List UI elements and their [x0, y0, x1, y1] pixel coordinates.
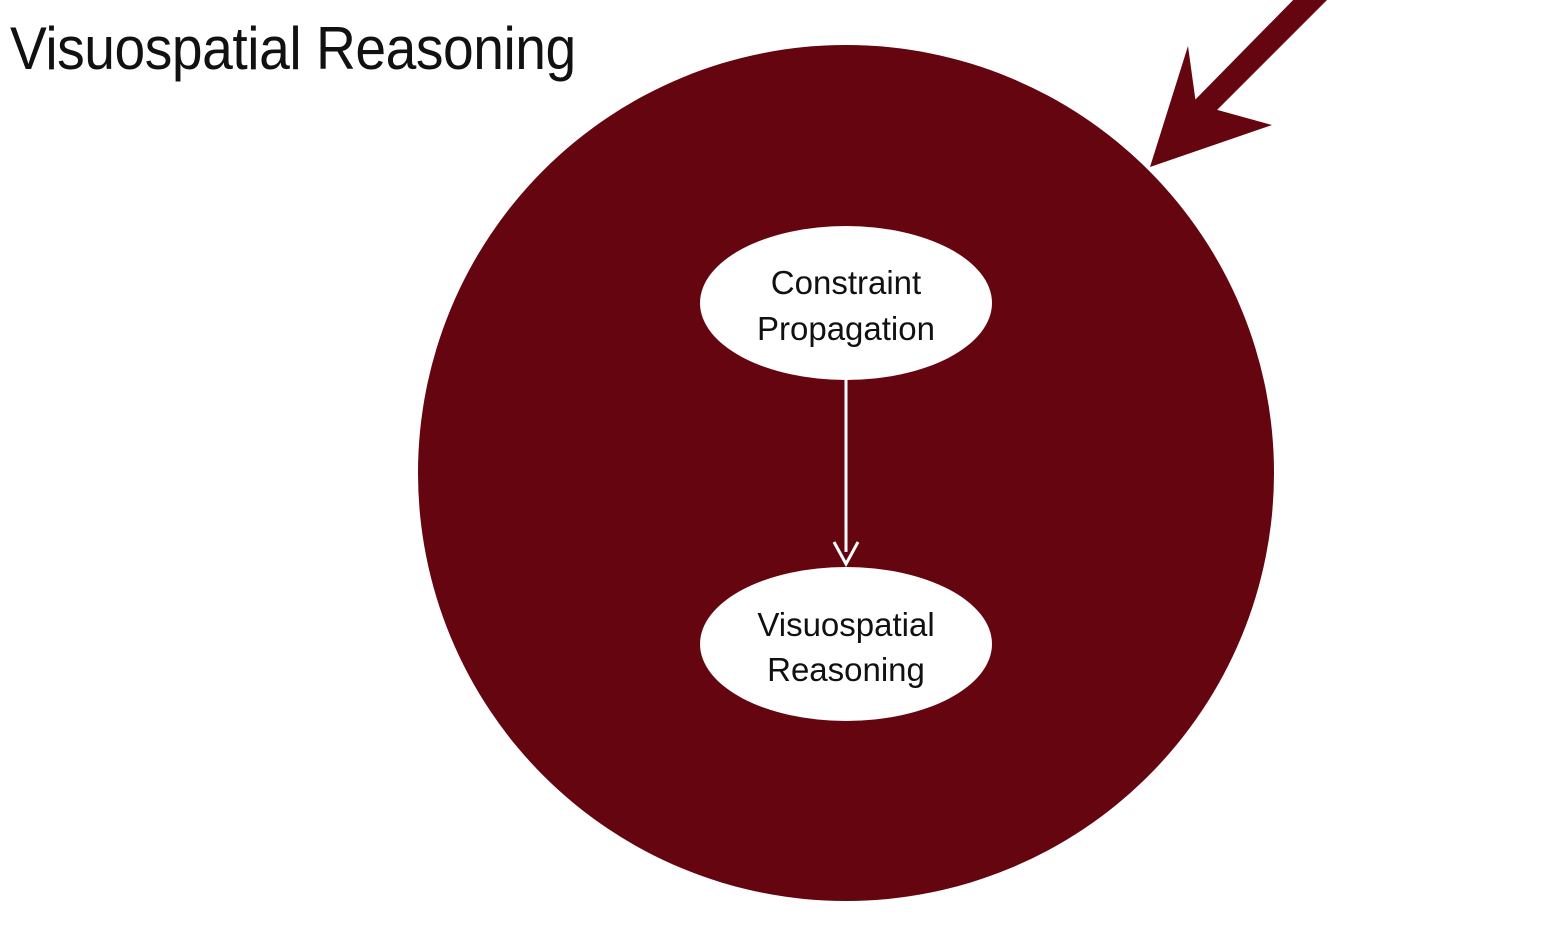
node-visuospatial-reasoning-line2: Reasoning [767, 651, 925, 688]
node-constraint-propagation-shape [700, 226, 992, 380]
connector-arrow [832, 380, 860, 568]
slide-title: Visuospatial Reasoning [10, 15, 576, 82]
node-constraint-propagation: Constraint Propagation [700, 226, 992, 380]
connector-arrow-head [832, 541, 860, 568]
node-visuospatial-reasoning: Visuospatial Reasoning [700, 567, 992, 721]
node-visuospatial-reasoning-line1: Visuospatial [757, 606, 934, 643]
incoming-arrow-head [1150, 46, 1272, 167]
node-visuospatial-reasoning-shape [700, 567, 992, 721]
incoming-arrow [1150, 0, 1327, 167]
node-constraint-propagation-line2: Propagation [757, 310, 935, 347]
incoming-arrow-shaft [1189, 0, 1327, 122]
node-constraint-propagation-line1: Constraint [771, 264, 921, 301]
